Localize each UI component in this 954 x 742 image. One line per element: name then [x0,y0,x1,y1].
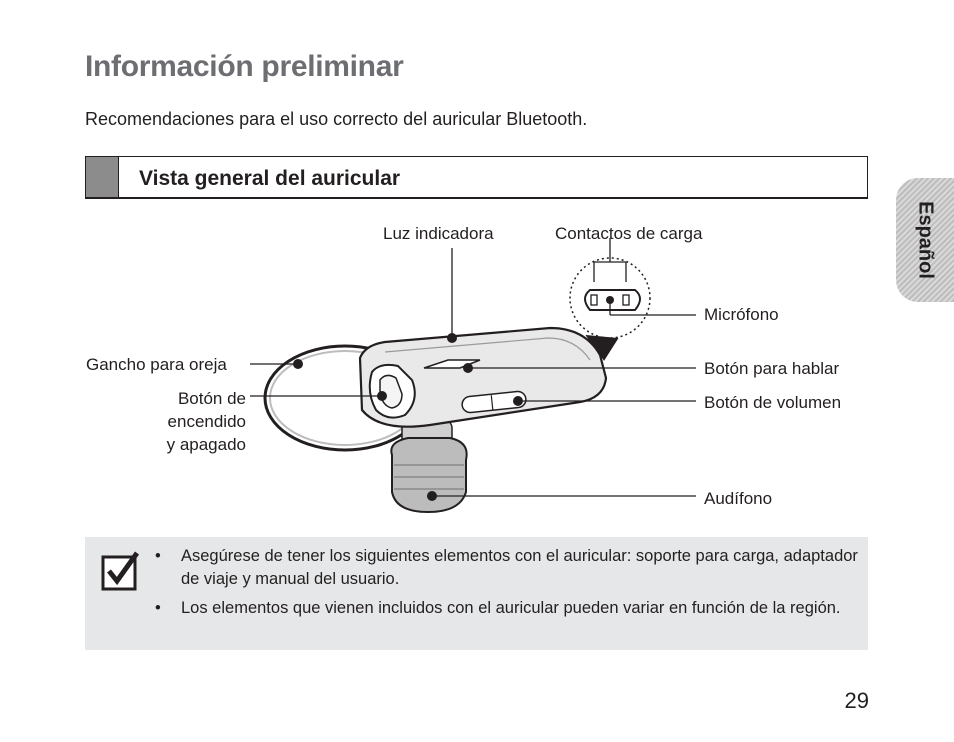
checkbox-check-icon [101,551,140,591]
label-power-button: Botón de encendido y apagado [150,387,246,456]
label-power-button-line1: Botón de [177,389,246,408]
page-title: Información preliminar [85,50,404,83]
label-charging-contacts: Contactos de carga [555,224,703,243]
label-microphone: Micrófono [704,305,779,324]
headset-diagram: Luz indicadora Contactos de carga Micróf… [0,210,954,530]
page-number: 29 [844,688,869,713]
label-power-button-line2: encendido [167,412,246,431]
leader-lines [250,238,696,497]
section-title: Vista general del auricular [139,167,401,190]
label-earpiece: Audífono [704,489,773,508]
label-ear-hook: Gancho para oreja [86,355,227,374]
note-item: Los elementos que vienen incluidos con e… [155,597,860,620]
label-volume-button: Botón de volumen [704,393,842,412]
intro-text: Recomendaciones para el uso correcto del… [85,109,588,129]
note-list: Asegúrese de tener los siguientes elemen… [155,545,860,626]
label-talk-button: Botón para hablar [704,359,840,378]
headset-illustration [250,238,696,514]
section-header: Vista general del auricular [85,156,868,199]
note-item: Asegúrese de tener los siguientes elemen… [155,545,860,591]
note-box: Asegúrese de tener los siguientes elemen… [85,537,868,650]
section-header-block [86,157,119,197]
leader-dots [293,296,614,501]
label-power-button-line3: y apagado [166,435,246,454]
headset-body [358,326,608,428]
language-side-tab: Español [896,178,954,302]
label-indicator-light: Luz indicadora [383,224,494,243]
